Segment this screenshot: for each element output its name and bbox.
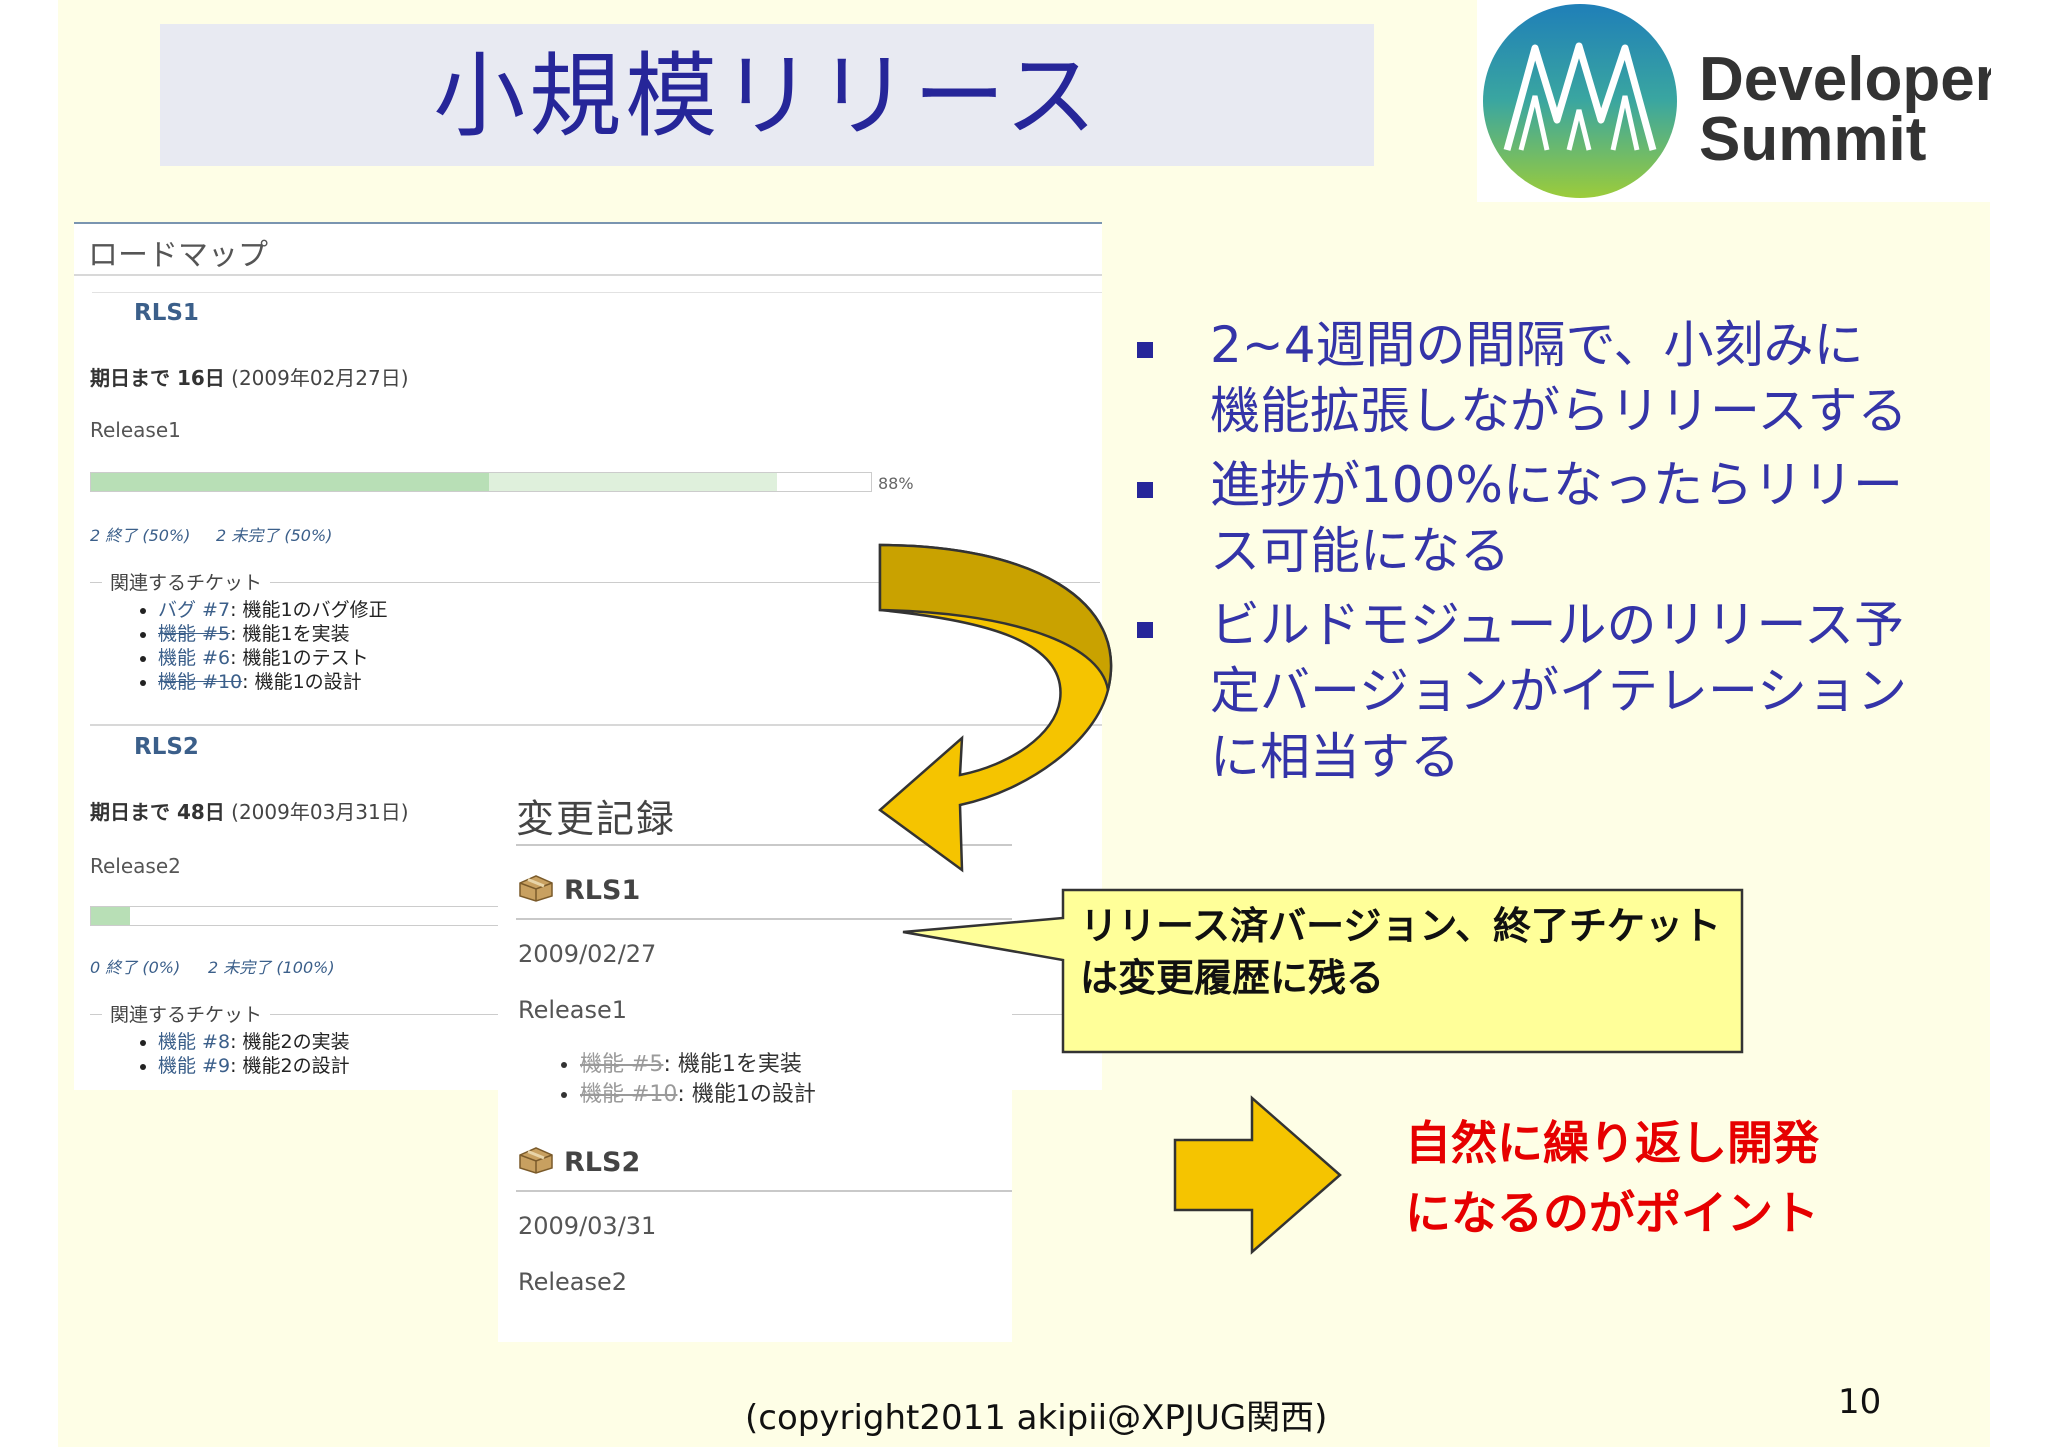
issue-title: : 機能1を実装 bbox=[230, 623, 350, 645]
issue-title: : 機能2の設計 bbox=[230, 1055, 350, 1077]
related-issue-list: バグ #7: 機能1のバグ修正機能 #5: 機能1を実装機能 #6: 機能1のテ… bbox=[132, 598, 388, 694]
roadmap-heading: ロードマップ bbox=[88, 238, 268, 273]
issue-item: 機能 #10: 機能1の設計 bbox=[158, 670, 388, 694]
issue-link[interactable]: バグ #7 bbox=[158, 599, 231, 621]
due-info: 期日まで 48日 (2009年03月31日) bbox=[90, 800, 409, 824]
square-bullet-icon bbox=[1137, 342, 1153, 358]
issue-link[interactable]: 機能 #5 bbox=[580, 1052, 664, 1077]
issue-title: : 機能2の実装 bbox=[230, 1031, 350, 1053]
issue-item: 機能 #8: 機能2の実装 bbox=[158, 1030, 350, 1054]
roadmap-top-border bbox=[74, 222, 1102, 224]
issue-link[interactable]: 機能 #5 bbox=[158, 623, 231, 645]
bullet-list: 2~4週間の間隔で、小刻みに機能拡張しながらリリースする進捗が100%になったら… bbox=[1135, 312, 1915, 798]
issue-item: 機能 #6: 機能1のテスト bbox=[158, 646, 388, 670]
logo-emblem-icon: Developers Summit bbox=[1483, 4, 1991, 198]
version-link-rls1[interactable]: RLS1 bbox=[134, 300, 199, 326]
changelog-heading: 変更記録 bbox=[516, 797, 677, 841]
issue-item: 機能 #5: 機能1を実装 bbox=[158, 622, 388, 646]
issue-title: : 機能1を実装 bbox=[663, 1052, 802, 1077]
issue-link[interactable]: 機能 #10 bbox=[158, 671, 243, 693]
package-icon bbox=[518, 1146, 554, 1181]
issue-link[interactable]: 機能 #10 bbox=[580, 1082, 678, 1107]
bullet-point: ビルドモジュールのリリース予定バージョンがイテレーションに相当する bbox=[1135, 592, 1915, 790]
callout-line: リリース済バージョン、終了チケット bbox=[1080, 904, 1722, 948]
divider bbox=[516, 1190, 1012, 1192]
bullet-point: 2~4週間の間隔で、小刻みに機能拡張しながらリリースする bbox=[1135, 312, 1915, 444]
changelog-version-rls2[interactable]: RLS2 bbox=[518, 1146, 640, 1181]
slide-title: 小規模リリース bbox=[433, 43, 1101, 150]
bullet-line: 定バージョンがイテレーション bbox=[1210, 662, 1907, 720]
changelog-panel: 変更記録 RLS1 2009/02/27 Release1 機能 #5: 機能1… bbox=[498, 782, 1012, 1342]
open-issues-link[interactable]: 2 未完了 (50%) bbox=[216, 526, 333, 545]
bullet-line: ス可能になる bbox=[1210, 522, 1510, 580]
divider bbox=[516, 918, 1012, 920]
bullet-line: ビルドモジュールのリリース予 bbox=[1210, 596, 1904, 654]
related-issues-legend: 関連するチケット bbox=[102, 568, 271, 595]
version-link-rls2[interactable]: RLS2 bbox=[134, 734, 199, 760]
issue-item: バグ #7: 機能1のバグ修正 bbox=[158, 598, 388, 622]
related-issues-legend: 関連するチケット bbox=[102, 1000, 271, 1027]
curved-arrow-shade bbox=[878, 543, 1113, 691]
release-description: Release2 bbox=[90, 854, 181, 878]
related-issue-list: 機能 #8: 機能2の実装機能 #9: 機能2の設計 bbox=[132, 1030, 350, 1078]
issue-title: : 機能1の設計 bbox=[242, 671, 362, 693]
callout-text: リリース済バージョン、終了チケットは変更履歴に残る bbox=[1080, 900, 1740, 1004]
due-info: 期日まで 16日 (2009年02月27日) bbox=[90, 366, 409, 390]
bullet-line: 進捗が100%になったらリリー bbox=[1210, 456, 1903, 514]
svg-text:Summit: Summit bbox=[1699, 105, 1926, 174]
progress-bar-done bbox=[91, 473, 489, 491]
changelog-date: 2009/03/31 bbox=[518, 1212, 657, 1240]
progress-percent: 88% bbox=[878, 474, 914, 493]
page-number: 10 bbox=[1838, 1382, 1882, 1422]
footer-copyright: (copyright2011 akipii@XPJUG関西) bbox=[745, 1398, 1328, 1438]
divider bbox=[516, 844, 1012, 846]
issue-item: 機能 #5: 機能1を実装 bbox=[580, 1050, 816, 1080]
closed-issues-link[interactable]: 0 終了 (0%) bbox=[90, 958, 181, 977]
square-bullet-icon bbox=[1137, 482, 1153, 498]
title-box: 小規模リリース bbox=[160, 24, 1374, 166]
callout-line: は変更履歴に残る bbox=[1080, 956, 1385, 1000]
emphasis-line: 自然に繰り返し開発 bbox=[1405, 1116, 1819, 1170]
issue-link[interactable]: 機能 #6 bbox=[158, 647, 231, 669]
divider bbox=[90, 724, 1102, 726]
bullet-line: 2~4週間の間隔で、小刻みに bbox=[1210, 316, 1864, 374]
square-bullet-icon bbox=[1137, 622, 1153, 638]
svg-text:Developers: Developers bbox=[1699, 45, 1991, 114]
issue-title: : 機能1の設計 bbox=[677, 1082, 816, 1107]
bullet-line: に相当する bbox=[1210, 728, 1460, 786]
progress-bar-done bbox=[91, 907, 130, 925]
closed-issues-link[interactable]: 2 終了 (50%) bbox=[90, 526, 191, 545]
bullet-line: 機能拡張しながらリリースする bbox=[1210, 382, 1908, 440]
changelog-date: 2009/02/27 bbox=[518, 940, 657, 968]
issue-link[interactable]: 機能 #8 bbox=[158, 1031, 231, 1053]
issue-title: : 機能1のテスト bbox=[230, 647, 369, 669]
release-description: Release1 bbox=[90, 418, 181, 442]
issue-title: : 機能1のバグ修正 bbox=[230, 599, 388, 621]
emphasis-line: になるのがポイント bbox=[1405, 1186, 1819, 1240]
issue-item: 機能 #9: 機能2の設計 bbox=[158, 1054, 350, 1078]
issue-link[interactable]: 機能 #9 bbox=[158, 1055, 231, 1077]
open-issues-link[interactable]: 2 未完了 (100%) bbox=[208, 958, 335, 977]
fieldset-border bbox=[90, 582, 1100, 583]
callout-box bbox=[902, 888, 1744, 1054]
developers-summit-logo: Developers Summit bbox=[1477, 0, 1991, 202]
changelog-release: Release2 bbox=[518, 1268, 628, 1296]
right-arrow-icon bbox=[1173, 1095, 1342, 1255]
divider bbox=[74, 274, 1102, 276]
bullet-point: 進捗が100%になったらリリース可能になる bbox=[1135, 452, 1915, 584]
package-icon bbox=[518, 874, 554, 909]
progress-bar bbox=[90, 472, 872, 492]
divider bbox=[92, 292, 1102, 293]
changelog-release: Release1 bbox=[518, 996, 628, 1024]
changelog-issue-list: 機能 #5: 機能1を実装機能 #10: 機能1の設計 bbox=[554, 1050, 816, 1110]
issue-item: 機能 #10: 機能1の設計 bbox=[580, 1080, 816, 1110]
changelog-version-rls1[interactable]: RLS1 bbox=[518, 874, 640, 909]
emphasis-text: 自然に繰り返し開発になるのがポイント bbox=[1405, 1108, 1819, 1248]
